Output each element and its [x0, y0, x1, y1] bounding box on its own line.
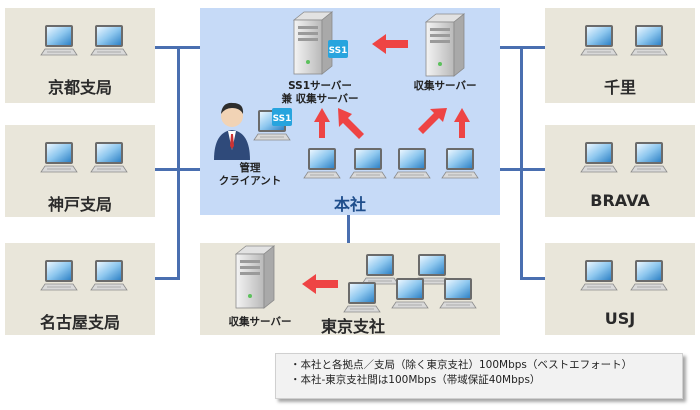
svg-text:SS1: SS1: [329, 46, 348, 56]
pc-icon-tokyo-4: [391, 277, 429, 309]
svg-text:SS1: SS1: [273, 114, 292, 124]
pc-icon-brava-2: [630, 141, 668, 173]
hq-collect-server-icon: [425, 13, 465, 77]
left-trunk-line: [177, 46, 180, 278]
branch-kobe: 神戸支局: [5, 125, 155, 217]
left-line-kyoto: [155, 46, 200, 49]
pc-icon-kobe-2: [90, 141, 128, 173]
admin-person-icon: [214, 102, 250, 160]
pc-icon-senri-1: [580, 24, 618, 56]
pc-icon-kyoto-1: [40, 24, 78, 56]
pc-icon-kyoto-2: [90, 24, 128, 56]
arrow-up-diag-icon-2: [418, 108, 447, 134]
hq-label: 本社: [333, 195, 366, 214]
ss1-server-icon: [293, 11, 333, 75]
pc-icon-usj-2: [630, 259, 668, 291]
note-line-1: ・本社と各拠点／支局（除く東京支社）100Mbps（ベストエフォート）: [290, 359, 633, 371]
branch-brava-label: BRAVA: [590, 191, 650, 210]
branch-senri: 千里: [545, 8, 695, 103]
arrow-up-icon-1: [314, 108, 330, 138]
ss1-badge-icon: [328, 40, 348, 58]
pc-icon-usj-1: [580, 259, 618, 291]
arrow-left-icon: [372, 34, 408, 54]
branch-kobe-label: 神戸支局: [47, 195, 112, 214]
left-line-nagoya: [155, 277, 180, 280]
pc-icon-nagoya-1: [40, 259, 78, 291]
arrow-left-icon-tokyo: [302, 274, 338, 294]
branch-usj-label: USJ: [604, 309, 636, 328]
branch-kyoto-label: 京都支局: [47, 78, 112, 97]
right-line-usj: [520, 277, 545, 280]
branch-senri-label: 千里: [603, 78, 636, 97]
pc-icon-tokyo-5: [439, 277, 477, 309]
pc-icon-kobe-1: [40, 141, 78, 173]
network-note: ・本社と各拠点／支局（除く東京支社）100Mbps（ベストエフォート） ・本社-…: [275, 353, 683, 399]
tokyo-collect-server-label: 収集サーバー: [228, 316, 292, 328]
ss1-server-label: SS1サーバー 兼 収集サーバー: [281, 80, 359, 105]
branch-nagoya-label: 名古屋支局: [39, 313, 120, 332]
admin-ss1-badge-icon: [272, 108, 292, 126]
arrow-up-icon-2: [454, 108, 470, 138]
branch-brava: BRAVA: [545, 125, 695, 217]
left-line-kobe: [155, 168, 200, 171]
pc-icon-tokyo-3: [343, 281, 381, 313]
pc-icon-senri-2: [630, 24, 668, 56]
pc-icon-tokyo-1: [361, 253, 399, 285]
right-line-brava: [500, 168, 545, 171]
right-line-senri: [500, 46, 545, 49]
branch-kyoto: 京都支局: [5, 8, 155, 103]
hq-collect-server-label: 収集サーバー: [413, 80, 477, 92]
note-line-2: ・本社-東京支社間は100Mbps（帯域保証40Mbps）: [290, 374, 541, 386]
branch-nagoya: 名古屋支局: [5, 243, 155, 335]
tokyo-collect-server-icon: [235, 245, 275, 309]
pc-icon-hq-2: [349, 147, 387, 179]
pc-icon-hq-4: [441, 147, 479, 179]
pc-icon-hq-1: [303, 147, 341, 179]
hq-tokyo-line: [347, 215, 350, 243]
arrow-up-diag-icon-1: [338, 108, 364, 139]
pc-icon-nagoya-2: [90, 259, 128, 291]
pc-icon-hq-3: [393, 147, 431, 179]
tokyo-label: 東京支社: [320, 317, 385, 336]
branch-usj: USJ: [545, 243, 695, 335]
pc-icon-brava-1: [580, 141, 618, 173]
admin-client-label: 管理 クライアント: [218, 162, 282, 187]
right-trunk-line: [520, 46, 523, 278]
